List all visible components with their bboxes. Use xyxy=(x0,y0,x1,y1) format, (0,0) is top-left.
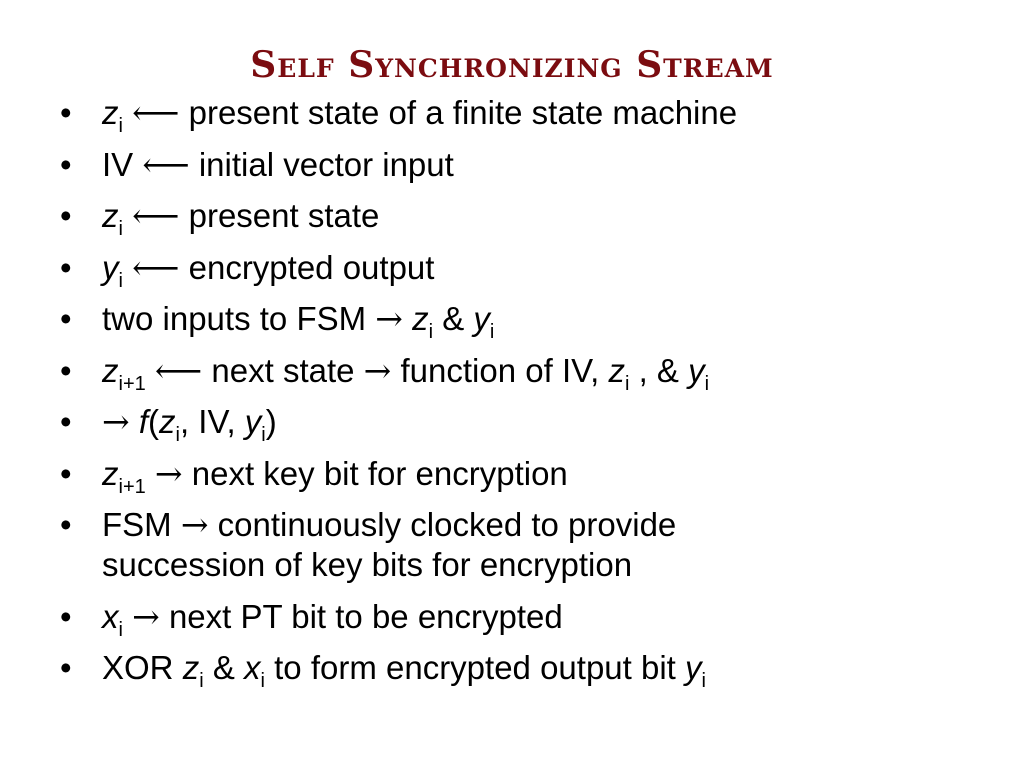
bullet-dot: • xyxy=(60,506,72,543)
variable: z xyxy=(102,351,119,389)
bullet-text: next PT bit to be encrypted xyxy=(168,597,563,635)
ampersand: & xyxy=(442,300,465,337)
subscript: i xyxy=(118,618,123,641)
bullet-item-present-state: • zi ⟵ present state xyxy=(60,196,990,239)
left-arrow-icon: ⟵ xyxy=(132,93,180,132)
variable: y xyxy=(688,351,705,389)
variable: x xyxy=(102,597,119,635)
bullet-dot: • xyxy=(60,649,72,686)
bullet-dot: • xyxy=(60,300,72,337)
left-arrow-icon: ⟵ xyxy=(132,247,180,287)
subscript: i xyxy=(199,670,204,692)
bullet-text: encrypted output xyxy=(188,248,435,286)
bullet-item-encrypted-output: • yi ⟵ encrypted output xyxy=(60,247,990,291)
bullet-text: , IV, xyxy=(179,403,236,440)
bullet-text: two inputs to FSM xyxy=(102,300,367,337)
right-arrow-icon: → xyxy=(102,402,130,441)
ampersand: & xyxy=(212,649,235,686)
subscript: i xyxy=(704,372,710,395)
right-arrow-icon: → xyxy=(180,505,209,544)
variable: x xyxy=(244,649,261,686)
subscript: i xyxy=(118,218,123,240)
bullet-text: succession of key bits for encryption xyxy=(102,546,633,583)
bullet-text: IV xyxy=(102,145,134,183)
variable: z xyxy=(102,94,119,131)
variable: z xyxy=(102,197,119,234)
function-name: f xyxy=(138,403,148,440)
right-arrow-icon: → xyxy=(154,453,183,493)
variable: z xyxy=(159,403,176,440)
bullet-dot: • xyxy=(60,248,72,286)
bullet-item-two-inputs: • two inputs to FSM → zi & yi xyxy=(60,299,990,342)
variable: z xyxy=(412,300,429,337)
subscript: i xyxy=(118,269,123,292)
right-arrow-icon: → xyxy=(363,350,392,390)
subscript: i xyxy=(175,424,180,446)
bullet-text: continuously clocked to provide xyxy=(217,506,677,543)
variable: z xyxy=(182,649,200,686)
subscript: i+1 xyxy=(118,475,146,498)
variable: y xyxy=(473,300,490,337)
variable: y xyxy=(102,248,119,286)
bullet-dot: • xyxy=(60,597,72,635)
bullet-item-iv: • IV ⟵ initial vector input xyxy=(60,145,990,185)
bullet-text: next state xyxy=(211,351,355,389)
bullet-text: , & xyxy=(638,351,679,389)
bullet-list: • zi ⟵ present state of a finite state m… xyxy=(60,93,990,700)
bullet-dot: • xyxy=(60,94,72,131)
subscript: i xyxy=(118,115,123,137)
bullet-text: next key bit for encryption xyxy=(191,454,568,492)
bullet-text: initial vector input xyxy=(198,145,454,183)
bullet-text: present state xyxy=(188,197,380,234)
bullet-dot: • xyxy=(60,145,72,183)
bullet-text: to form encrypted output bit xyxy=(274,649,676,686)
variable: y xyxy=(685,649,702,686)
subscript: i+1 xyxy=(118,372,146,395)
bullet-text: FSM xyxy=(102,506,172,543)
bullet-item-function: • → f(zi, IV, yi) xyxy=(60,402,990,445)
left-arrow-icon: ⟵ xyxy=(142,144,190,184)
bullet-dot: • xyxy=(60,197,72,234)
bullet-item-present-state-fsm: • zi ⟵ present state of a finite state m… xyxy=(60,93,990,136)
variable: z xyxy=(102,454,119,492)
right-arrow-icon: → xyxy=(375,299,403,338)
bullet-dot: • xyxy=(60,403,72,440)
bullet-item-next-key-bit: • zi+1 → next key bit for encryption xyxy=(60,453,990,497)
subscript: i xyxy=(428,321,434,343)
variable: z xyxy=(608,351,625,389)
bullet-item-pt-bit: • xi → next PT bit to be encrypted xyxy=(60,596,990,640)
variable: y xyxy=(244,403,262,440)
subscript: i xyxy=(624,372,630,395)
bullet-item-fsm-clocked: • FSM → continuously clocked to provide … xyxy=(60,505,990,585)
bullet-item-xor: • XOR zi & xi to form encrypted output b… xyxy=(60,648,990,691)
bullet-text: XOR xyxy=(102,649,174,686)
subscript: i xyxy=(261,424,266,446)
paren-close: ) xyxy=(265,403,277,440)
left-arrow-icon: ⟵ xyxy=(132,196,180,235)
left-arrow-icon: ⟵ xyxy=(154,350,203,390)
bullet-text: function of IV, xyxy=(400,351,600,389)
subscript: i xyxy=(701,670,706,692)
paren-open: ( xyxy=(148,403,159,440)
right-arrow-icon: → xyxy=(132,596,160,636)
bullet-dot: • xyxy=(60,454,72,492)
bullet-dot: • xyxy=(60,351,72,389)
slide-title: Self Synchronizing Stream xyxy=(250,44,774,86)
subscript: i xyxy=(260,670,265,692)
bullet-text: present state of a finite state machine xyxy=(188,94,738,131)
bullet-item-next-state: • zi+1 ⟵ next state → function of IV, zi… xyxy=(60,350,990,394)
subscript: i xyxy=(489,321,495,343)
